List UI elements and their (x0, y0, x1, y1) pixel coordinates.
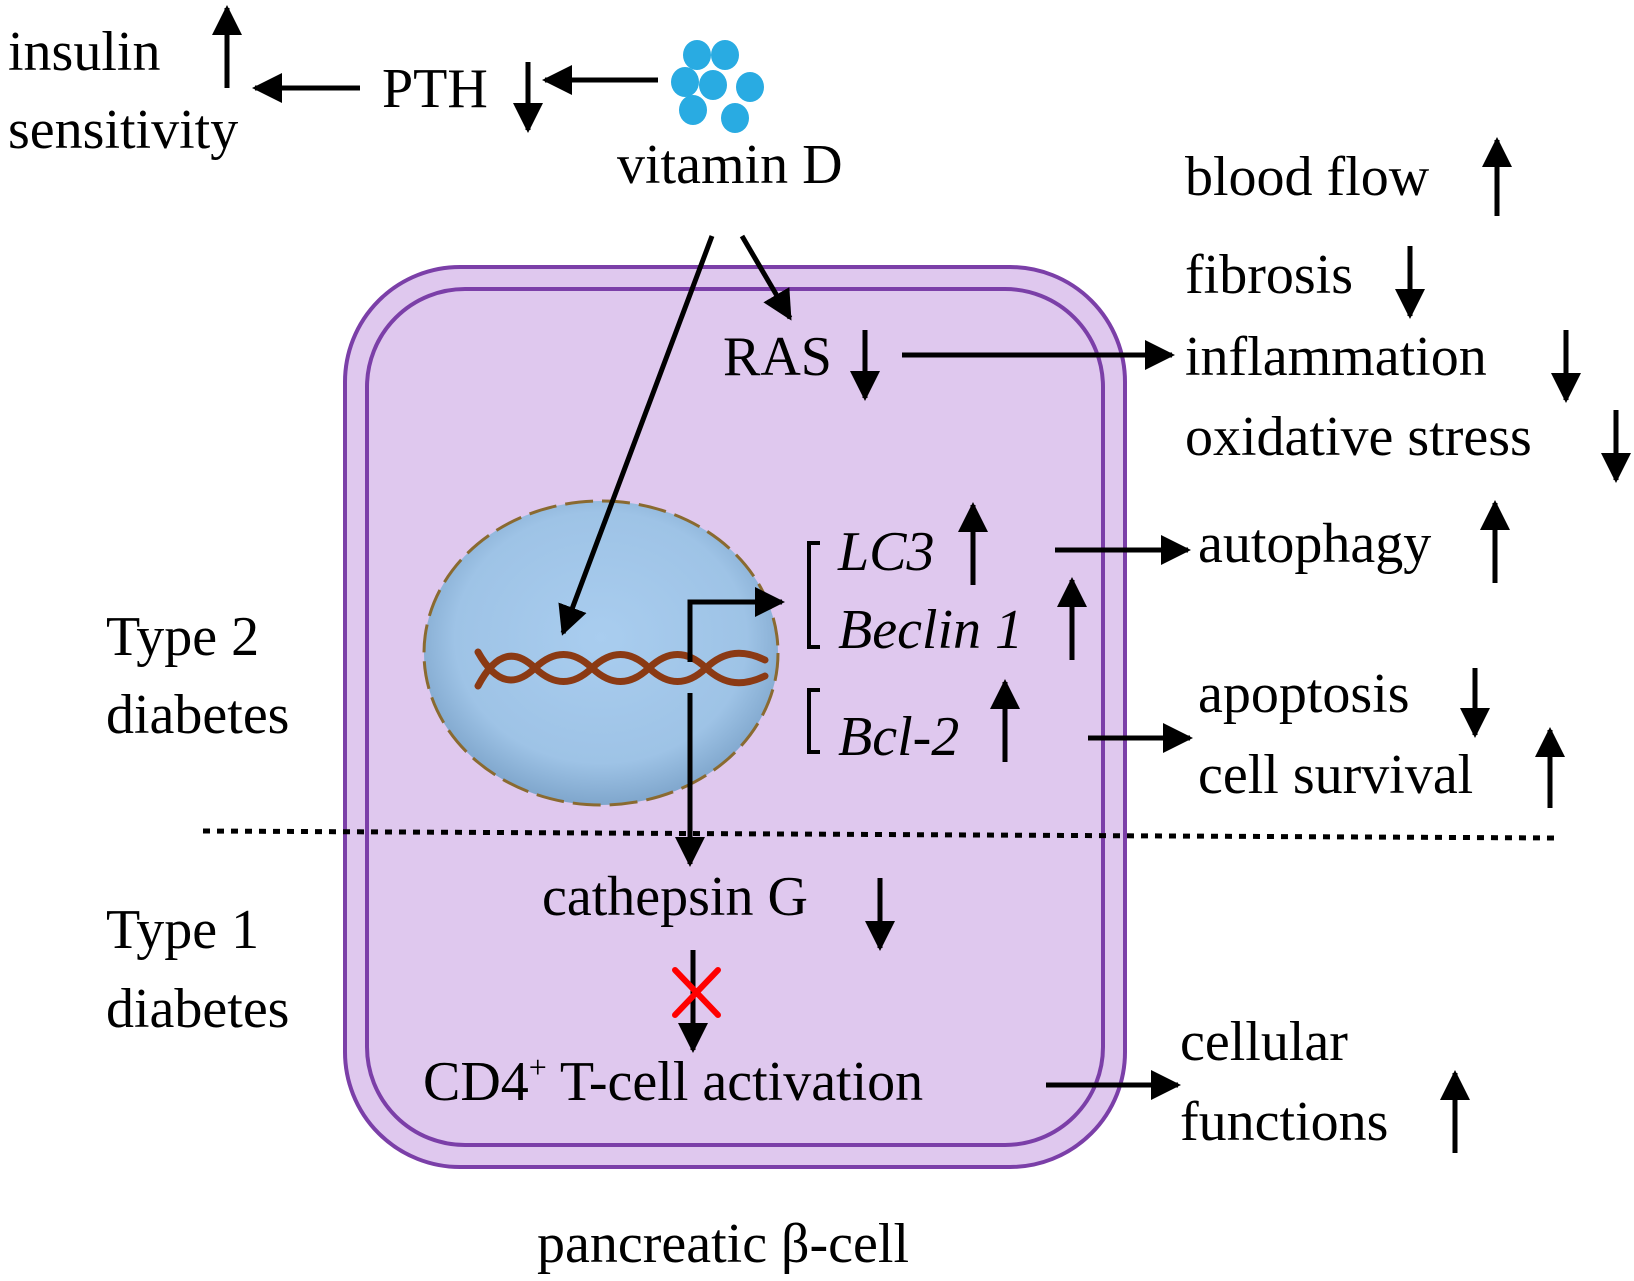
type2-label-line2: diabetes (106, 684, 289, 746)
cd4-rest: T-cell activation (547, 1051, 923, 1113)
inflammation-label: inflammation (1185, 326, 1487, 388)
cd4-prefix: CD4 (423, 1051, 529, 1113)
cell-caption: pancreatic β-cell (537, 1213, 909, 1275)
lc3-label: LC3 (837, 521, 935, 583)
bracket-lc3-beclin (807, 541, 820, 649)
cd4-activation-label: CD4+ T-cell activation (423, 1049, 923, 1113)
beclin1-label: Beclin 1 (838, 599, 1023, 661)
blood-flow-label: blood flow (1185, 146, 1430, 208)
connector-arrows (252, 65, 1193, 1100)
apoptosis-label: apoptosis (1198, 663, 1410, 725)
type2-label-line1: Type 2 (106, 606, 259, 668)
arrow-dna-to-genes (687, 587, 785, 662)
gene-brackets (807, 541, 820, 754)
arrow-vitd-to-ras (739, 234, 793, 321)
bracket-bcl2 (807, 688, 820, 754)
type-divider-line (202, 828, 1558, 841)
type1-label-line2: diabetes (106, 978, 289, 1040)
oxidative-stress-label: oxidative stress (1185, 406, 1532, 468)
pth-label: PTH (382, 58, 488, 120)
autophagy-label: autophagy (1198, 513, 1431, 575)
fibrosis-label: fibrosis (1185, 244, 1353, 306)
cellular-label: cellular (1180, 1011, 1348, 1073)
type1-label-line1: Type 1 (106, 899, 259, 961)
insulin-label: insulin (8, 21, 160, 83)
vitamin-d-label: vitamin D (617, 134, 843, 196)
sensitivity-label: sensitivity (8, 99, 238, 161)
cathepsin-label: cathepsin G (542, 866, 808, 928)
ras-label: RAS (723, 326, 832, 388)
bcl2-label: Bcl-2 (838, 706, 959, 768)
change-indicators (212, 5, 1631, 1153)
functions-label: functions (1180, 1091, 1388, 1153)
dna-helix-icon (474, 648, 769, 690)
cd4-superscript: + (529, 1049, 547, 1085)
vitamin-d-molecule-icon (671, 40, 764, 133)
cell-survival-label: cell survival (1198, 744, 1473, 806)
arrow-vitd-to-nucleus (558, 235, 715, 636)
red-x-icon (672, 967, 721, 1018)
